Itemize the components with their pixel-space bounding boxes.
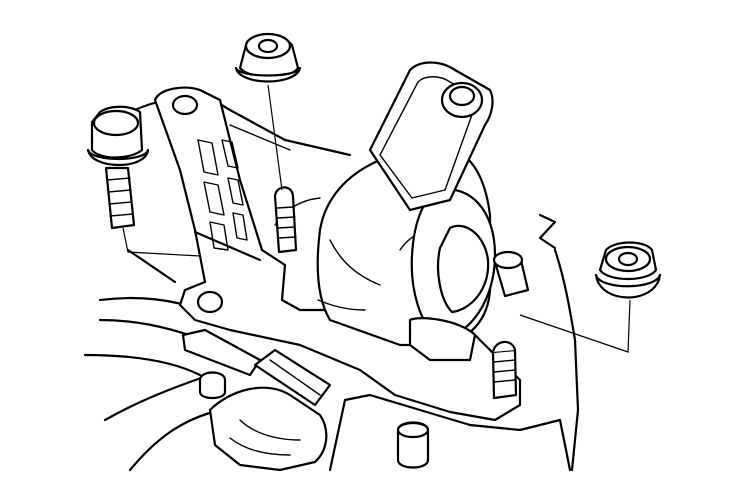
hand	[208, 386, 328, 472]
stud	[273, 186, 298, 254]
mount-stud-small	[492, 250, 530, 298]
left-flange-nut	[234, 32, 302, 191]
left-flange-bolt	[86, 105, 201, 257]
spacer	[396, 421, 430, 469]
wrench	[181, 328, 332, 407]
engine-mount	[316, 61, 497, 362]
housing-pin	[198, 371, 227, 400]
right-flange-nut	[519, 241, 662, 353]
lower-stud	[491, 340, 518, 400]
